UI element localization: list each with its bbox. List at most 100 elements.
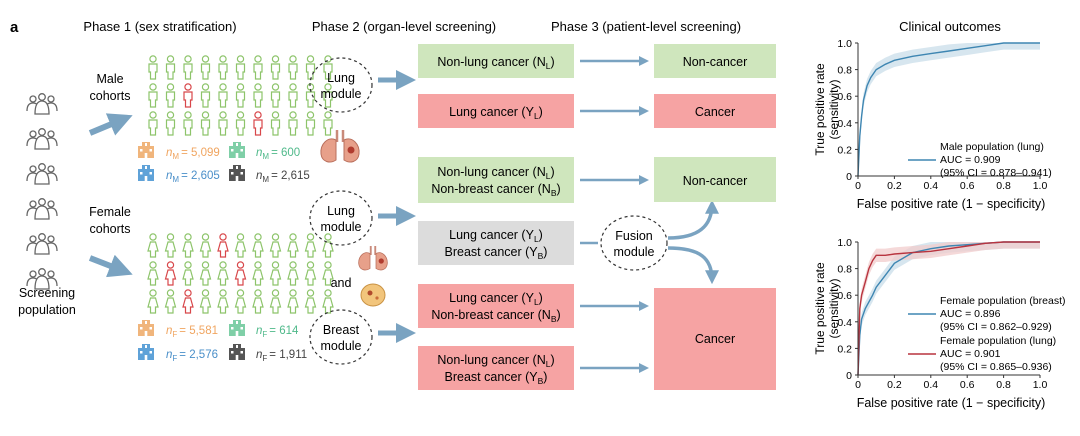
female-count-1: nF= 5,581: [138, 320, 218, 339]
count-symbol: n: [166, 147, 172, 159]
box-text: Cancer: [695, 105, 735, 119]
legend-series-name: Female population (breast): [940, 295, 1065, 307]
phase1-header: Phase 1 (sex stratification): [83, 19, 236, 34]
person-icon: [323, 111, 333, 136]
person-icon: [218, 111, 228, 136]
y-tick-label: 0.6: [837, 290, 852, 302]
person-icon: [200, 111, 211, 136]
x-tick-label: 0: [855, 180, 861, 192]
person-icon: [148, 111, 158, 136]
person-icon: [218, 55, 228, 80]
svg-text:Breast cancer (YB): Breast cancer (YB): [445, 370, 548, 386]
crowd-icon: [26, 198, 58, 220]
y-tick-label: 0.6: [837, 91, 852, 103]
person-icon: [164, 289, 177, 314]
panel-label: a: [10, 19, 19, 36]
count-subscript: F: [262, 330, 267, 339]
person-icon: [269, 233, 282, 258]
box-text: Non-cancer: [683, 55, 748, 69]
person-icon: [199, 233, 212, 258]
person-icon: [304, 233, 317, 258]
person-icon: [200, 55, 211, 80]
box-text: Non-cancer: [683, 174, 748, 188]
count-subscript: M: [172, 175, 179, 184]
crowd-icon: [26, 163, 58, 185]
female-noncancer-outcome-box: Non-cancer: [654, 157, 776, 202]
box-text: Non-lung cancer (N: [437, 353, 545, 367]
count-symbol: n: [256, 325, 262, 337]
box-text: Cancer: [695, 332, 735, 346]
screening-population-icons: [26, 93, 58, 290]
legend-series-name: Female population (lung): [940, 335, 1056, 347]
module-label-line2: module: [321, 220, 362, 234]
x-tick-label: 0.4: [923, 379, 938, 391]
person-icon: [147, 233, 159, 258]
male-cohorts-label-line1: Male: [96, 72, 123, 86]
box-subscript: B: [551, 188, 557, 198]
hospital-icon: [229, 320, 245, 336]
box-text-end: ): [539, 105, 543, 119]
box-text: Non-breast cancer (N: [431, 308, 551, 322]
count-subscript: M: [262, 152, 269, 161]
arrow-fusion-noncancer: [667, 199, 719, 240]
lung-module-female: Lung module: [309, 190, 373, 246]
person-icon: [199, 289, 212, 314]
legend-ci: (95% CI = 0.862–0.929): [940, 321, 1052, 333]
person-icon: [304, 261, 317, 286]
person-icon: [322, 289, 334, 314]
module-label-line2: module: [321, 87, 362, 101]
person-icon: [252, 289, 264, 314]
female-count-4: nF= 1,911: [229, 344, 307, 363]
phase2-header: Phase 2 (organ-level screening): [312, 19, 496, 34]
count-subscript: F: [172, 330, 177, 339]
arrow-to-female-cohort: [88, 254, 133, 278]
person-icon: [164, 233, 177, 258]
person-icon: [182, 233, 194, 258]
male-cohorts-label-line2: cohorts: [90, 89, 131, 103]
male-lung-box: Lung cancer (YL): [418, 94, 574, 128]
screening-label-line1: Screening: [19, 286, 75, 300]
svg-text:nF= 2,576: nF= 2,576: [166, 349, 218, 363]
person-icon: [252, 261, 264, 286]
hospital-icon: [229, 142, 245, 158]
male-noncancer-outcome-box: Non-cancer: [654, 44, 776, 78]
person-icon: [253, 83, 263, 108]
lung-module-male: Lung module: [309, 57, 373, 113]
person-icon: [288, 55, 298, 80]
person-icon: [269, 289, 282, 314]
box-text-end: ): [543, 370, 547, 384]
y-axis-label: True positive rate: [813, 63, 827, 156]
x-tick-label: 0.2: [887, 379, 902, 391]
y-axis-label-sub: (sensitivity): [827, 278, 841, 338]
module-label-line1: Breast: [323, 323, 360, 337]
box-subscript: L: [534, 111, 539, 121]
count-subscript: M: [262, 175, 269, 184]
count-symbol: n: [166, 325, 172, 337]
y-axis-label: True positive rate: [813, 262, 827, 355]
crowd-icon: [26, 233, 58, 255]
person-icon: [199, 261, 212, 286]
hospital-icon: [138, 344, 154, 360]
legend-auc: AUC = 0.909: [940, 154, 1001, 166]
y-tick-label: 0: [846, 370, 852, 382]
box-subscript: L: [546, 171, 551, 181]
module-label-line1: Lung: [327, 71, 355, 85]
svg-text:nM= 2,605: nM= 2,605: [166, 170, 220, 184]
breast-module: Breast module: [309, 309, 373, 365]
box-text-end: ): [543, 245, 547, 259]
person-icon: [270, 111, 281, 136]
person-icon: [200, 83, 211, 108]
phase3-header: Phase 3 (patient-level screening): [551, 19, 741, 34]
svg-text:Non-lung cancer (NL): Non-lung cancer (NL): [437, 165, 554, 181]
female-box-4: Non-lung cancer (NL) Breast cancer (YB): [418, 346, 574, 390]
x-tick-label: 1.0: [1033, 379, 1048, 391]
legend-ci: (95% CI = 0.865–0.936): [940, 361, 1052, 373]
svg-text:Lung cancer (YL): Lung cancer (YL): [449, 105, 543, 121]
person-icon: [148, 83, 158, 108]
count-symbol: n: [256, 349, 262, 361]
person-icon: [147, 261, 159, 286]
arrow-to-male-cohort: [88, 113, 133, 136]
box-text-end: ): [539, 291, 543, 305]
female-cohorts-label-line1: Female: [89, 205, 131, 219]
